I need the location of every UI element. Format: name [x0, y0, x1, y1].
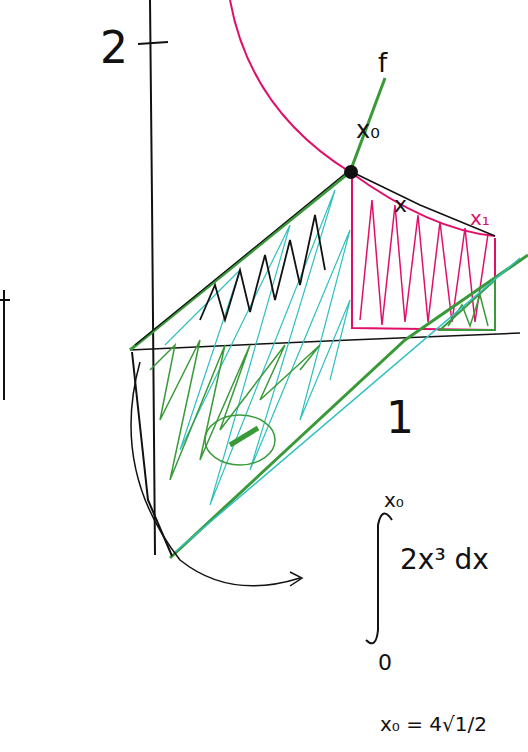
math-label: 1 — [386, 396, 414, 440]
math-label: x₀ — [384, 490, 404, 510]
math-label: x — [394, 194, 407, 216]
region-outline — [352, 175, 495, 330]
region-outline — [440, 280, 495, 330]
hatch — [448, 295, 488, 326]
arrowhead — [290, 572, 302, 586]
point — [344, 165, 358, 179]
math-label: x₁ — [470, 208, 490, 228]
integral-sign — [366, 514, 392, 644]
y-axis — [150, 0, 155, 555]
hatch — [360, 200, 488, 325]
math-label: 2 — [100, 26, 128, 70]
math-label: f — [378, 50, 387, 76]
scribble — [205, 415, 275, 465]
hatch — [150, 340, 320, 480]
lower-line — [175, 258, 520, 552]
hatch — [165, 190, 350, 505]
math-label: x₀ = 4√1/2 — [380, 714, 487, 734]
arrow — [131, 362, 300, 586]
secant — [352, 172, 495, 236]
line-f — [135, 168, 352, 345]
math-label: 0 — [378, 652, 392, 674]
minus-sign — [230, 428, 258, 445]
region-outline — [132, 352, 172, 556]
math-label: 2x³ dx — [400, 546, 489, 574]
math-label: x₀ — [356, 118, 380, 142]
hatch — [200, 215, 325, 320]
axis-tick — [138, 42, 168, 44]
edge-scribble — [0, 290, 10, 400]
x-axis — [130, 333, 520, 350]
curve — [230, 0, 495, 236]
